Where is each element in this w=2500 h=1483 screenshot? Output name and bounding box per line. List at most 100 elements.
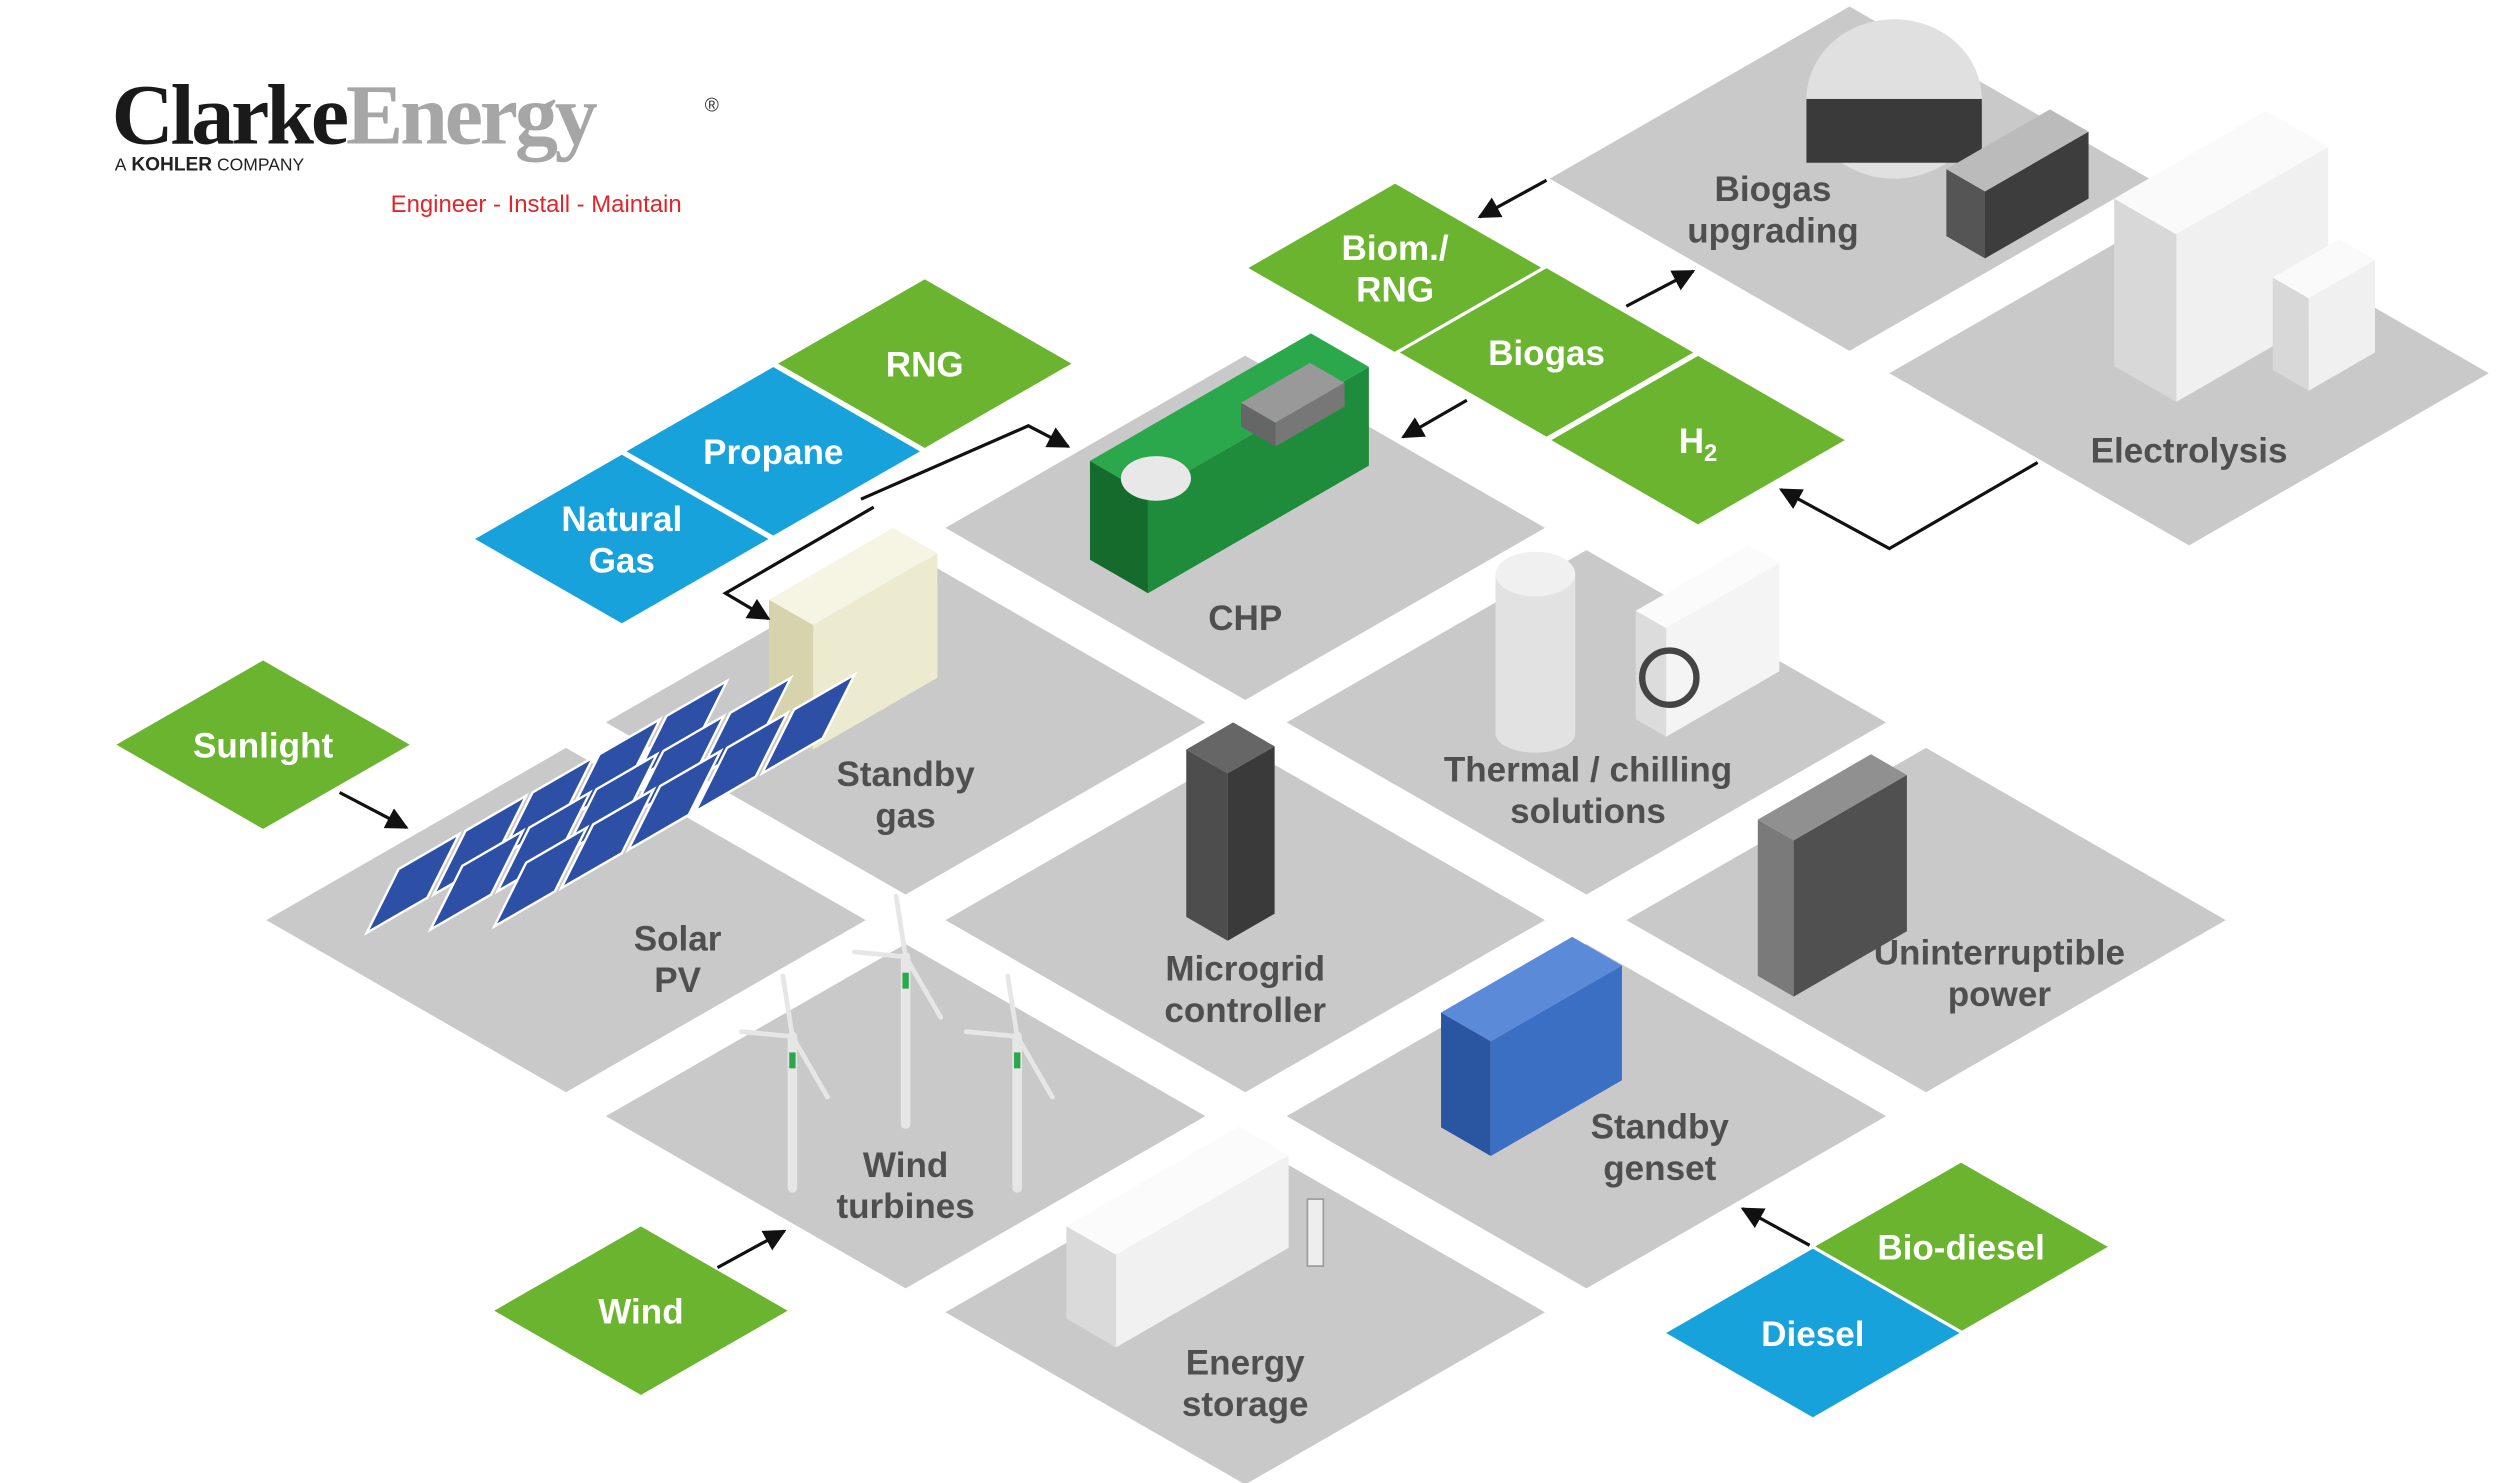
fuel-tile [487, 1222, 795, 1399]
energy-storage-container-icon [1066, 1126, 1289, 1348]
tile-standby-genset [1286, 943, 1887, 1289]
label-line: Energy [1186, 1343, 1305, 1382]
arrow-gas-to-chp [860, 424, 1071, 501]
wind-turbine-icon [963, 973, 1055, 1193]
label-line: storage [1182, 1385, 1309, 1424]
chp-radiator-icon [1240, 362, 1345, 447]
label-line: gas [875, 797, 935, 836]
solar-panel [491, 824, 590, 930]
microgrid-controller-icon [1186, 722, 1275, 941]
label-line: genset [1603, 1149, 1716, 1188]
arrow-electrolysis-to-h2 [1778, 461, 2039, 551]
fuel-tile [1659, 1245, 1966, 1421]
wind-turbine-icon [738, 973, 830, 1193]
label-line: Standby [836, 755, 975, 794]
label-line: Microgrid [1165, 950, 1325, 989]
thermal-tank-top [1495, 551, 1576, 597]
tile-standby-gas [605, 550, 1206, 895]
arrow-biogas-upgrading-to-biom [1477, 178, 1548, 219]
arrow-sunlight-to-solar [338, 791, 409, 830]
fuel-label: H2 [1679, 422, 1718, 467]
fan-icon [1639, 647, 1700, 709]
label-line: RNG [1356, 270, 1434, 309]
solar-panel [625, 748, 724, 853]
label-line: Biogas [1488, 334, 1605, 373]
label-line: upgrading [1687, 211, 1858, 250]
logo-energy: Energy [346, 67, 598, 163]
label-line: Propane [703, 433, 843, 472]
label-line: Electrolysis [2091, 431, 2288, 470]
solar-panel [692, 709, 791, 815]
logo-parent-suffix: COMPANY [217, 155, 305, 175]
standby-gas-genset-icon [768, 527, 938, 750]
fuel-label: Bio-diesel [1877, 1229, 2045, 1268]
thermal-tank-icon [1495, 574, 1576, 734]
svg-text:A KOHLER COMPANY: A KOHLER COMPANY [115, 155, 305, 176]
fuel-label: RNG [886, 345, 964, 384]
fuel-label: Wind [598, 1292, 683, 1331]
solar-panel [759, 671, 858, 777]
label-line: CHP [1208, 599, 1282, 638]
ups-cabinets-icon [1757, 754, 1907, 997]
fuel-propane: Propane [620, 363, 927, 540]
label-line: H [1679, 422, 1704, 461]
solar-panel [558, 786, 657, 892]
biogas-upgrader-icon [1946, 109, 2089, 259]
logo-parent-prefix: A [115, 155, 127, 175]
fuel-tile [1544, 352, 1852, 529]
label-line: Sunlight [193, 726, 334, 765]
tagline: Engineer - Install - Maintain [391, 191, 682, 218]
ev-charger-icon [1306, 1198, 1325, 1267]
label-line: Gas [589, 541, 655, 580]
fuel-tile [110, 656, 417, 833]
fuel-sunlight: Sunlight [110, 656, 417, 833]
chp-tank-icon [1120, 456, 1192, 501]
label-line: power [1948, 975, 2052, 1014]
fuel-wind: Wind [487, 1222, 795, 1399]
fuel-tile [1393, 264, 1700, 441]
fuel-rng: RNG [771, 275, 1078, 452]
arrow-biogas-to-chp [1401, 398, 1468, 439]
fuel-diesel: Diesel [1659, 1245, 1966, 1421]
fuel-tile [620, 363, 927, 540]
label-line: Solar [634, 919, 722, 958]
fuel-tile [771, 275, 1078, 452]
fuel-label: Diesel [1761, 1315, 1864, 1354]
arrow-gas-to-standby-gas [722, 505, 875, 621]
svg-text:ClarkeEnergy: ClarkeEnergy [112, 67, 598, 163]
label-line: controller [1164, 991, 1326, 1030]
label-line: Biom./ [1342, 229, 1449, 268]
label-line: Standby [1591, 1108, 1730, 1147]
fuel-biogas: Biogas [1393, 264, 1700, 441]
flow-arrows [338, 178, 2039, 1270]
logo-parent-name: KOHLER [131, 155, 212, 176]
thermal-tank-bottom [1495, 714, 1576, 753]
label-line: Thermal / chilling [1444, 750, 1732, 789]
subscript: 2 [1704, 440, 1717, 467]
fuel-h2: H2 [1544, 352, 1852, 529]
solar-panel [363, 830, 463, 936]
arrow-biogas-to-upgrading [1625, 269, 1696, 308]
biogas-tank-base [1806, 98, 1982, 163]
label-line: Biogas [1715, 170, 1832, 209]
registered-mark: ® [705, 96, 719, 117]
label-line: solutions [1510, 792, 1666, 831]
solar-panels-icon [363, 671, 858, 936]
fuel-label: Propane [703, 433, 843, 472]
electrolyser-container-icon [2114, 110, 2329, 402]
tile-label-chp: CHP [1208, 599, 1282, 638]
standby-genset-icon [1441, 936, 1622, 1157]
fuel-label: Biogas [1488, 334, 1605, 373]
label-line: Wind [863, 1146, 948, 1185]
label-line: Bio-diesel [1877, 1229, 2045, 1268]
logo: ClarkeEnergy ® A KOHLER COMPANY Engineer… [112, 67, 719, 219]
logo-clarke: Clarke [112, 67, 347, 163]
